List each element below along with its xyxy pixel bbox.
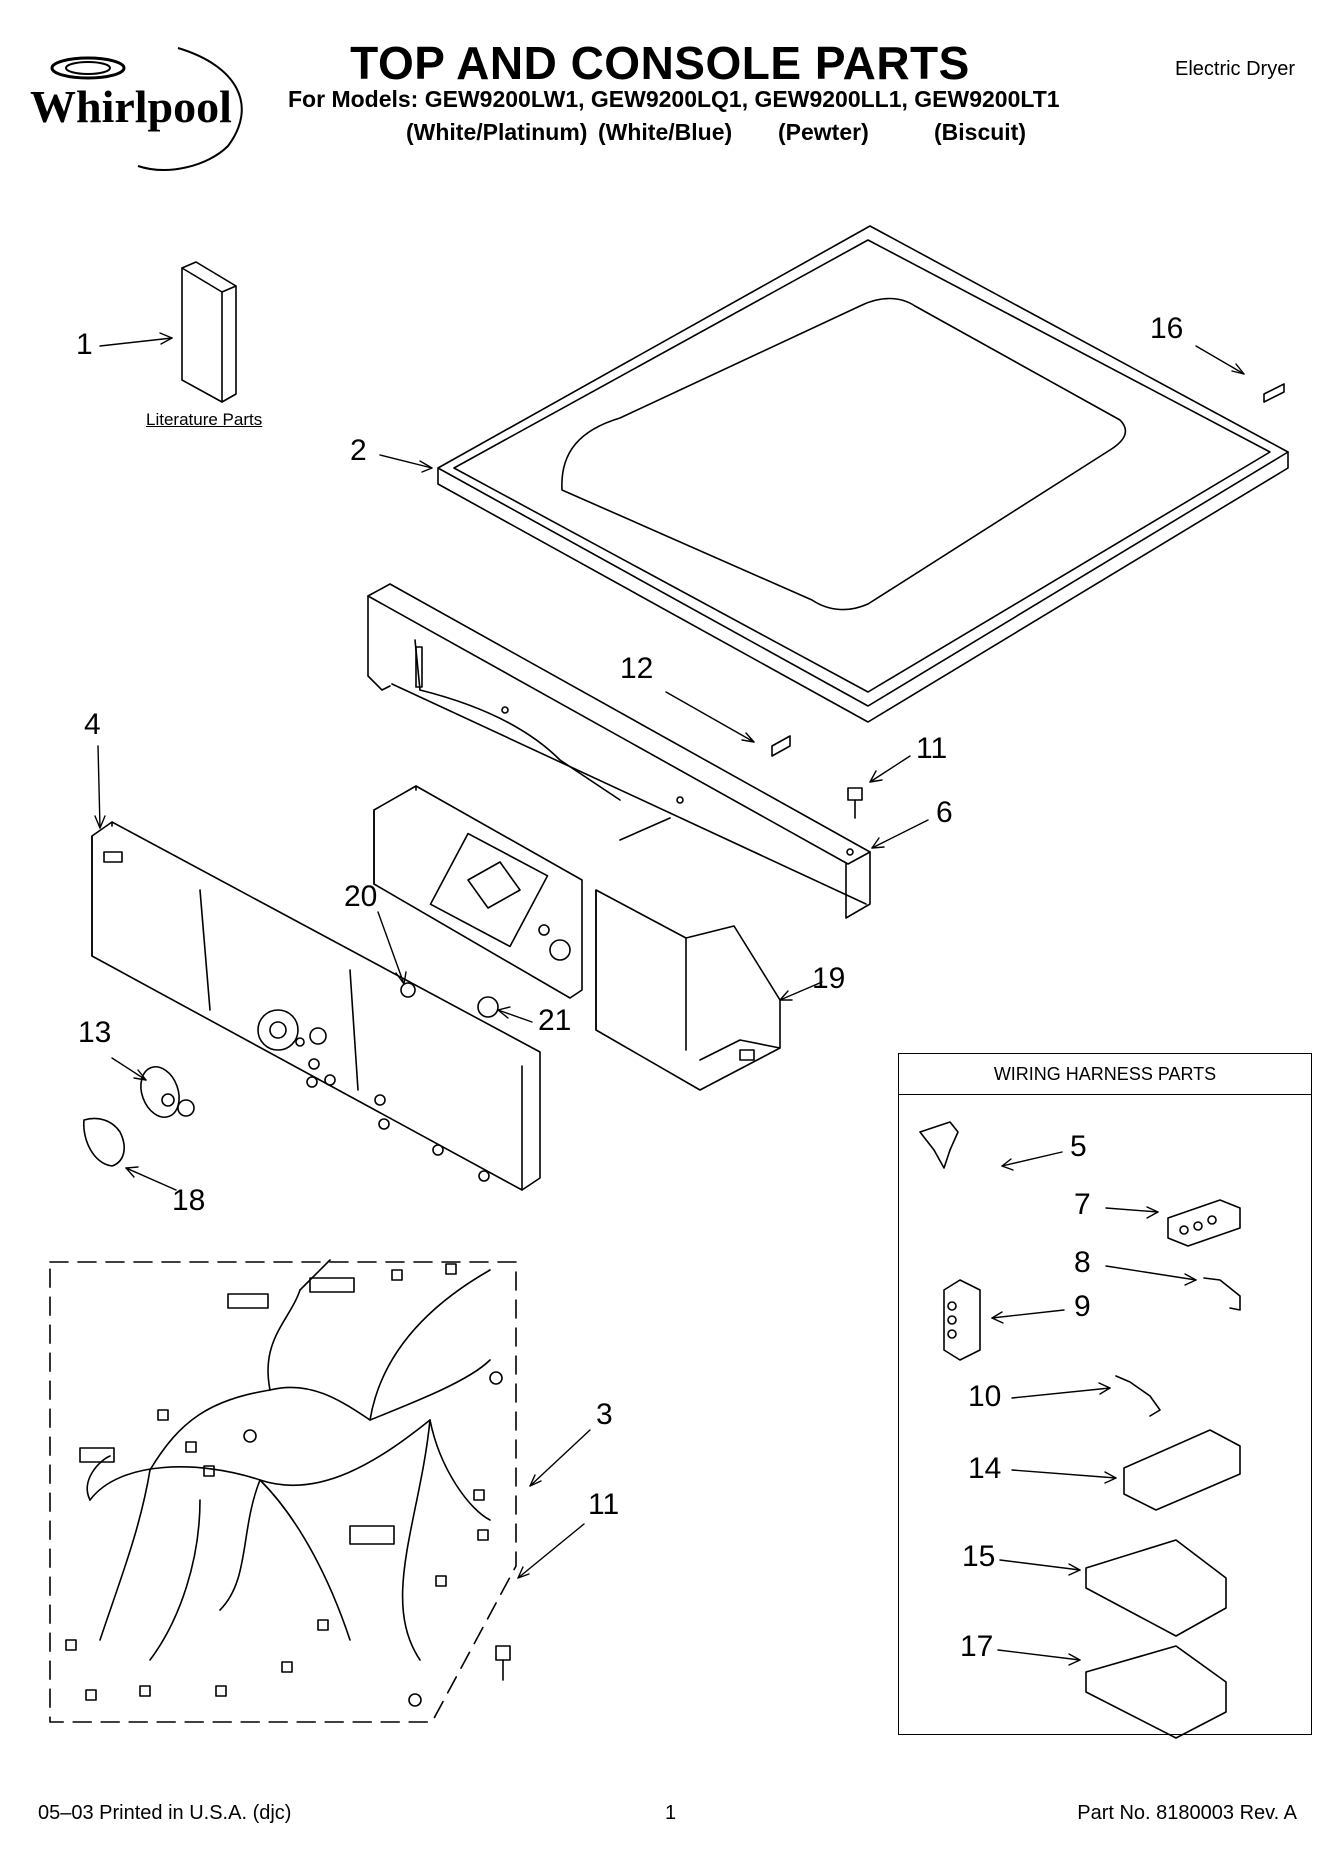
console-front-drawing	[91, 821, 541, 1191]
callout-18: 18	[172, 1184, 206, 1217]
callout-3: 3	[596, 1398, 613, 1431]
callout-1: 1	[76, 328, 93, 361]
wiring-harness-drawing	[65, 1259, 503, 1707]
callout-11: 11	[916, 732, 948, 765]
callout-7: 7	[1074, 1188, 1091, 1221]
screws-drawing	[400, 383, 1285, 1681]
control-housing-drawing	[373, 785, 781, 1091]
callout-21: 21	[538, 1004, 572, 1037]
model-list: For Models: GEW9200LW1, GEW9200LQ1, GEW9…	[288, 86, 1060, 112]
callout-4: 4	[84, 708, 101, 741]
page-number: 1	[665, 1802, 677, 1824]
console-bracket-drawing	[367, 583, 871, 919]
print-info: 05–03 Printed in U.S.A. (djc)	[38, 1802, 292, 1824]
literature-booklet-drawing	[181, 261, 237, 403]
callout-9: 9	[1074, 1290, 1091, 1323]
callout-11-harness: 11	[588, 1488, 620, 1521]
callout-17: 17	[960, 1630, 994, 1663]
callout-13: 13	[78, 1016, 112, 1049]
wiring-harness-parts-box: WIRING HARNESS PARTS	[898, 1053, 1312, 1735]
wiring-harness-parts-title: WIRING HARNESS PARTS	[899, 1054, 1311, 1095]
part-number: Part No. 8180003 Rev. A	[1077, 1802, 1297, 1824]
callout-12: 12	[620, 652, 654, 685]
callout-leaders	[94, 332, 1245, 1666]
callout-10: 10	[968, 1380, 1002, 1413]
color-biscuit: (Biscuit)	[934, 119, 1026, 145]
literature-parts-label: Literature Parts	[146, 410, 263, 429]
callout-15: 15	[962, 1540, 996, 1573]
callout-6: 6	[936, 796, 953, 829]
harness-parts-drawings	[919, 1121, 1241, 1739]
color-white-platinum: (White/Platinum)	[406, 119, 588, 145]
wiring-harness-enclosure	[49, 1261, 517, 1723]
whirlpool-logo: Whirlpool	[28, 36, 286, 176]
logo-wordmark: Whirlpool	[30, 81, 232, 132]
color-pewter: (Pewter)	[778, 119, 869, 145]
callout-14: 14	[968, 1452, 1002, 1485]
callout-16: 16	[1150, 312, 1184, 345]
top-panel-drawing	[437, 225, 1289, 723]
page-title: TOP AND CONSOLE PARTS	[350, 37, 970, 89]
document-type: Electric Dryer	[1174, 58, 1295, 80]
callout-19: 19	[812, 962, 846, 995]
callout-20: 20	[344, 880, 378, 913]
callout-8: 8	[1074, 1246, 1091, 1279]
color-white-blue: (White/Blue)	[598, 119, 733, 145]
knob-drawing	[83, 1066, 195, 1167]
callout-5: 5	[1070, 1130, 1087, 1163]
callout-2: 2	[350, 434, 367, 467]
